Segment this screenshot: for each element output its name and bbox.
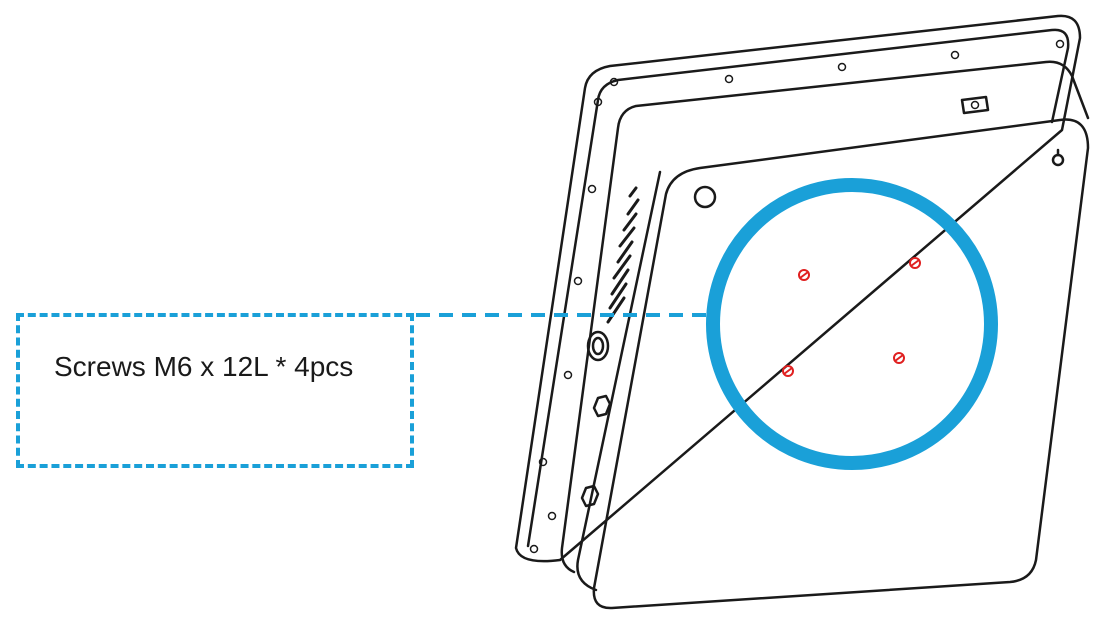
bezel-screws (529, 39, 1065, 554)
knob-icon (1051, 148, 1065, 167)
screw-top-right (909, 257, 921, 269)
antenna-connector-top (592, 394, 612, 418)
antenna-connector-bottom (580, 484, 600, 508)
power-icon (960, 95, 990, 115)
dc-jack (586, 330, 610, 362)
chassis-side (576, 170, 662, 592)
screws-callout-box: Screws M6 x 12L * 4pcs (16, 313, 414, 468)
vent-slots (606, 186, 640, 324)
chassis-lip (560, 60, 1090, 574)
vesa-highlight-ring (706, 178, 998, 470)
rear-panel (592, 118, 1090, 610)
bezel-outer (514, 14, 1082, 563)
screws-callout-label: Screws M6 x 12L * 4pcs (54, 351, 354, 382)
bezel-inner (526, 28, 1070, 548)
vesa-screws (782, 257, 921, 377)
screw-bottom-right (893, 352, 905, 364)
screw-top-left (798, 269, 810, 281)
screw-bottom-left (782, 365, 794, 377)
panel-hole (693, 185, 717, 209)
